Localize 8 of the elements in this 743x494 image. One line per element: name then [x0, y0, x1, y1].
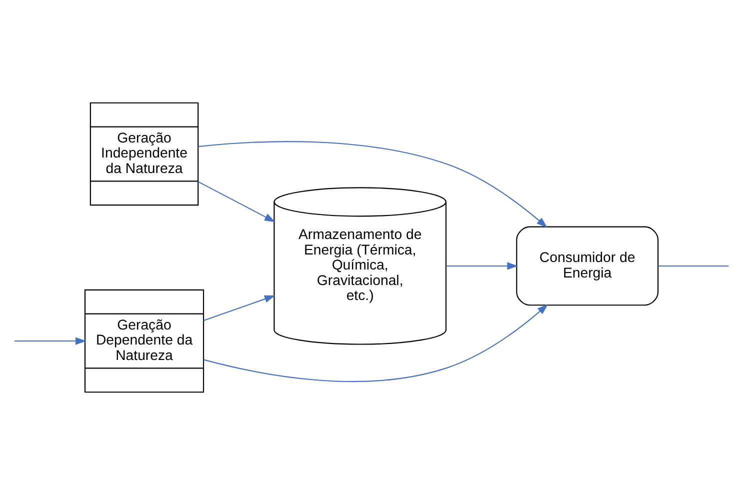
arrow: [198, 140, 548, 228]
arrow: [198, 180, 276, 222]
arrow: [204, 294, 276, 321]
node-box: Consumidor de Energia: [516, 226, 659, 306]
arrow: [204, 304, 548, 382]
arrow: [446, 262, 518, 270]
arrow: [14, 336, 86, 344]
connector: [658, 264, 729, 266]
